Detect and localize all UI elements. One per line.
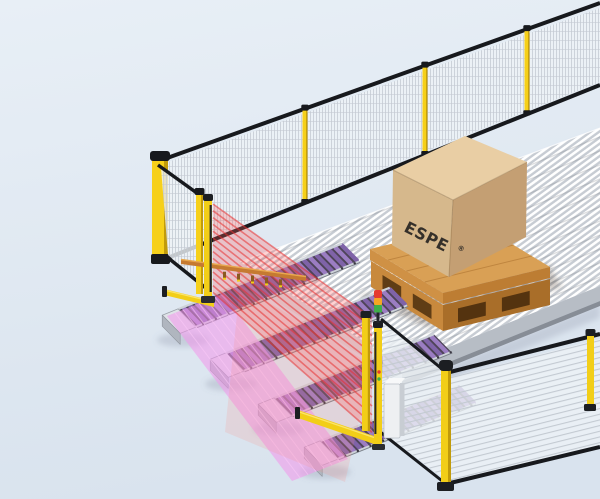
beam-glow [225, 285, 372, 482]
safety-fence-left-return [156, 163, 209, 294]
cardboard-box [392, 136, 528, 278]
light-curtain-receiver [295, 290, 448, 486]
safety-fence-front [437, 329, 600, 491]
registered-mark: ® [456, 244, 466, 255]
light-curtain-emitter [162, 194, 307, 307]
safety-fence-back [150, 1, 600, 264]
muting-light-plane [167, 294, 348, 481]
